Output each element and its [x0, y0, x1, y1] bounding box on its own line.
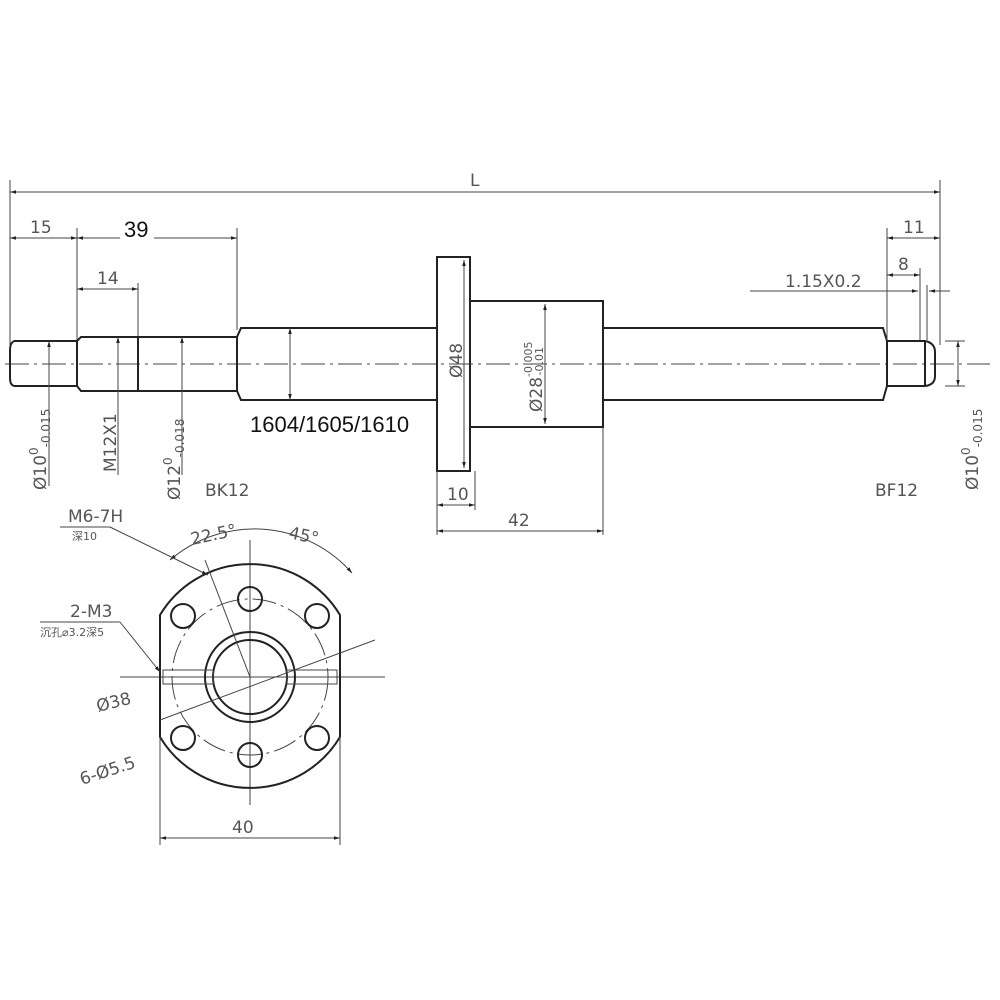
diameter-arrows	[47, 260, 965, 486]
label-holes: 6-Ø5.5	[77, 753, 138, 790]
label-8: 8	[898, 255, 909, 275]
label-groove: 1.15X0.2	[785, 272, 862, 292]
label-40: 40	[232, 818, 254, 838]
label-42: 42	[508, 511, 530, 531]
label-14: 14	[97, 269, 119, 289]
label-left-dia: Ø100-0.015	[27, 409, 53, 490]
label-10: 10	[447, 485, 469, 505]
label-bk12: BK12	[205, 481, 249, 501]
label-15: 15	[30, 218, 52, 238]
model-label: 1604/1605/1610	[250, 412, 409, 437]
diameter-labels: Ø100-0.015 M12X1 Ø120-0.018 Ø48 Ø28-0.00…	[27, 342, 985, 500]
label-bf12: BF12	[875, 481, 918, 501]
label-11: 11	[903, 218, 925, 238]
label-L: L	[470, 171, 480, 191]
dims-left: 15 39 14	[10, 217, 238, 340]
label-nut-dia: Ø28-0.005-0.01	[522, 342, 547, 412]
label-flange-dia: Ø48	[447, 343, 467, 378]
label-pcd: Ø38	[94, 689, 133, 717]
screw-shaft	[5, 256, 990, 472]
label-screws: 2-M3	[70, 602, 112, 622]
label-45deg: 45°	[287, 523, 321, 549]
label-screws-note: 沉孔⌀3.2深5	[40, 626, 104, 639]
label-tap: M6-7H	[68, 507, 123, 527]
label-bearing-dia: Ø120-0.018	[161, 419, 187, 500]
flange-end-view: 40 22.5° 45° M6-7H 深10 2-M3 沉孔⌀3.2深5 Ø38…	[40, 507, 385, 845]
label-thread: M12X1	[101, 413, 121, 472]
label-tap-depth: 深10	[72, 530, 97, 543]
label-right-dia: Ø100-0.015	[959, 409, 985, 490]
label-22-5deg: 22.5°	[189, 521, 239, 550]
dims-nut: 10 42	[436, 427, 604, 535]
dims-right: 11 8 1.15X0.2	[750, 218, 950, 340]
dim-overall-length: L	[9, 171, 941, 345]
label-39: 39	[124, 217, 148, 242]
